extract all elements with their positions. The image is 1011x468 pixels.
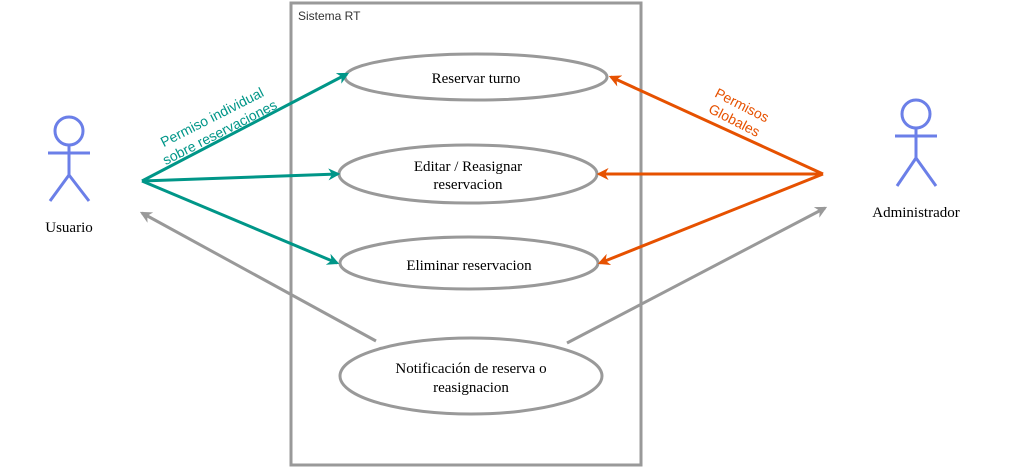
arrow-user-to-edit	[141, 168, 341, 183]
arrow-notify-to-admin	[566, 206, 828, 345]
arrow-admin-to-delete	[597, 172, 824, 266]
use-case-edit-label-line1: Editar / Reasignar	[414, 159, 522, 175]
arrow-notify-to-user	[139, 211, 377, 343]
use-case-edit-label-line2: reservacion	[433, 177, 503, 193]
use-case-notify-label-line2: reasignacion	[433, 380, 509, 396]
actor-user-label: Usuario	[45, 220, 93, 236]
actor-admin-label: Administrador	[872, 205, 960, 221]
use-case-notify-label-line1: Notificación de reserva o	[395, 361, 546, 377]
user-permission-annotation: Permiso individual sobre reservaciones	[158, 84, 280, 168]
admin-permission-annotation: Permisos Globales	[706, 85, 772, 140]
arrow-user-to-delete	[141, 179, 340, 265]
actor-admin-icon	[895, 98, 938, 187]
system-title: Sistema RT	[298, 9, 361, 23]
arrow-user-to-reserve	[141, 72, 350, 183]
use-case-reserve: Reservar turno	[343, 52, 609, 102]
use-case-reserve-label: Reservar turno	[432, 71, 521, 87]
arrow-admin-to-reserve	[608, 75, 824, 176]
use-case-delete: Eliminar reservacion	[338, 235, 600, 291]
system-boundary	[289, 1, 643, 467]
use-case-delete-label: Eliminar reservacion	[406, 258, 532, 274]
use-case-notify: Notificación de reserva o reasignacion	[338, 336, 604, 416]
actor-user-icon	[48, 115, 91, 202]
use-case-edit: Editar / Reasignar reservacion	[337, 143, 599, 205]
